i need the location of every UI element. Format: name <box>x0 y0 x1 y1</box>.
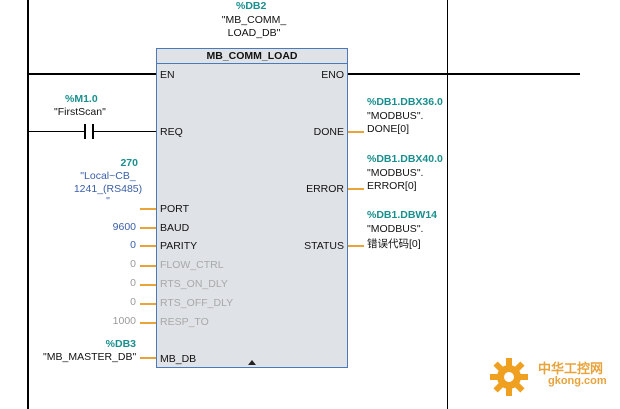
done-line1: "MODBUS". <box>367 110 424 122</box>
contact-right-bar <box>92 124 94 139</box>
block-title: MB_COMM_LOAD <box>157 49 347 64</box>
pin-done: DONE <box>313 126 344 138</box>
done-address[interactable]: %DB1.DBX36.0 <box>367 96 443 108</box>
parity-wire <box>140 245 156 247</box>
power-rail <box>27 0 29 409</box>
instance-db-name-1: "MB_COMM_ <box>221 14 287 26</box>
status-line1: "MODBUS". <box>367 223 424 235</box>
right-rail <box>447 0 448 409</box>
pin-mb-db: MB_DB <box>160 353 197 365</box>
pin-rts-off-dly: RTS_OFF_DLY <box>160 297 234 309</box>
instance-db-address[interactable]: %DB2 <box>236 0 267 12</box>
expand-arrow-icon[interactable] <box>248 360 256 365</box>
error-line2: ERROR[0] <box>367 180 417 192</box>
error-line1: "MODBUS". <box>367 167 424 179</box>
contact-left-bar <box>84 124 86 139</box>
port-value[interactable]: 270 <box>120 157 138 169</box>
gear-logo-icon <box>490 358 528 396</box>
error-address[interactable]: %DB1.DBX40.0 <box>367 153 443 165</box>
status-wire <box>348 245 364 247</box>
req-address[interactable]: %M1.0 <box>65 93 98 105</box>
status-address[interactable]: %DB1.DBW14 <box>367 209 438 221</box>
port-comment-3: " <box>106 195 110 207</box>
port-comment-1: "Local~CB_ <box>80 170 136 182</box>
done-wire <box>348 131 364 133</box>
eno-wire <box>348 73 580 75</box>
watermark-cn: 中华工控网 <box>538 361 604 376</box>
pin-baud: BAUD <box>160 222 190 234</box>
req-wire-left <box>28 131 84 132</box>
error-wire <box>348 188 364 190</box>
pin-status: STATUS <box>304 240 344 252</box>
pin-eno: ENO <box>321 69 344 81</box>
flow-ctrl-value[interactable]: 0 <box>130 258 136 270</box>
mb-db-symbol: "MB_MASTER_DB" <box>43 351 137 363</box>
pin-en: EN <box>160 69 175 81</box>
function-block[interactable]: MB_COMM_LOAD EN ENO REQ DONE ERROR PORT … <box>156 48 348 368</box>
parity-value[interactable]: 0 <box>130 239 136 251</box>
pin-port: PORT <box>160 203 189 215</box>
pin-flow-ctrl: FLOW_CTRL <box>160 259 224 271</box>
pin-resp-to: RESP_TO <box>160 316 209 328</box>
req-symbol: "FirstScan" <box>54 106 106 118</box>
pin-parity: PARITY <box>160 240 198 252</box>
req-wire-right <box>94 131 156 132</box>
rts-on-dly-value[interactable]: 0 <box>130 277 136 289</box>
resp-to-wire <box>140 322 156 324</box>
pin-error: ERROR <box>306 183 344 195</box>
rts-off-dly-wire <box>140 303 156 305</box>
mb-db-wire <box>140 357 156 359</box>
baud-value[interactable]: 9600 <box>112 221 136 233</box>
pin-rts-on-dly: RTS_ON_DLY <box>160 278 228 290</box>
flow-ctrl-wire <box>140 265 156 267</box>
pin-req: REQ <box>160 126 183 138</box>
status-line2: 错误代码[0] <box>367 238 421 250</box>
resp-to-value[interactable]: 1000 <box>112 315 136 327</box>
done-line2: DONE[0] <box>367 123 410 135</box>
rts-off-dly-value[interactable]: 0 <box>130 296 136 308</box>
watermark-url: gkong.com <box>548 375 607 387</box>
instance-db-name-2: LOAD_DB" <box>227 27 281 39</box>
port-wire <box>140 208 156 210</box>
port-comment-2: 1241_(RS485) <box>73 183 143 195</box>
en-wire <box>28 73 156 75</box>
mb-db-address[interactable]: %DB3 <box>105 338 136 350</box>
baud-wire <box>140 227 156 229</box>
rts-on-dly-wire <box>140 284 156 286</box>
